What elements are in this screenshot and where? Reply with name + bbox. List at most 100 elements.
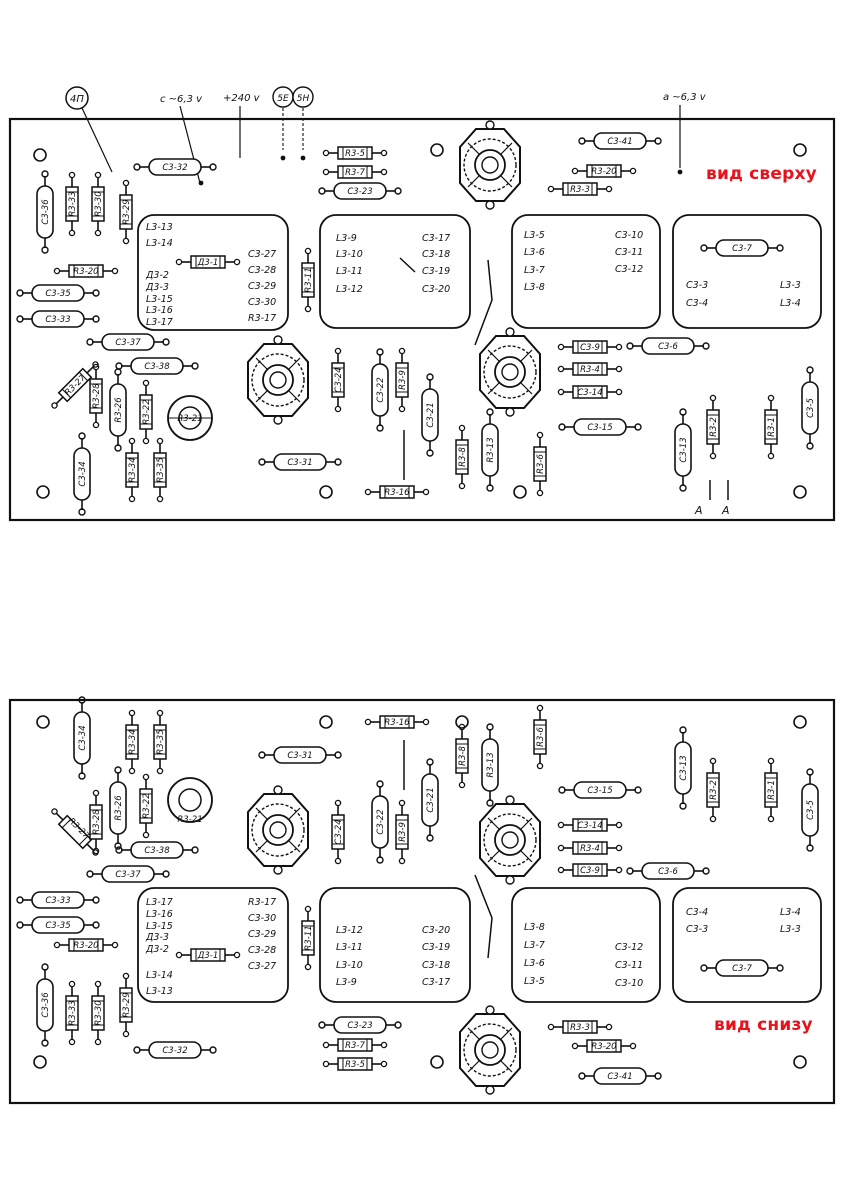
component-label: R3-29	[122, 199, 132, 224]
component-label: C3-18	[422, 960, 450, 971]
tag-5e-label: 5Е	[277, 94, 289, 104]
component-label: R3-20	[591, 1042, 616, 1052]
component-label: L3-14	[146, 970, 173, 981]
component-label: R3-26	[114, 397, 124, 423]
tag-4p-circle	[65, 86, 89, 110]
bottom-component-labels: C3-34 R3-34 R3-35 R3-16 R3-8 R3-13 R3-6 …	[41, 718, 816, 1082]
component-label: C3-24	[334, 819, 344, 844]
component-label: L3-15	[146, 294, 173, 305]
tag-a63-label: а ~6,3 v	[663, 92, 707, 103]
component-label: R3-2	[709, 417, 719, 437]
top-header-tags: 4П с ~6,3 v +240 v 5Е 5Н а ~6,3 v	[65, 86, 707, 184]
bottom-trimmer	[167, 777, 213, 823]
component-label: L3-10	[336, 249, 363, 260]
component-label: C3-22	[376, 377, 386, 402]
component-label: Д3-3	[145, 932, 169, 943]
component-label: C3-15	[587, 423, 612, 433]
component-label: C3-22	[376, 809, 386, 834]
component-label: C3-35	[45, 289, 70, 299]
component-label: C3-38	[144, 362, 170, 372]
component-label: R3-20	[591, 167, 616, 177]
bottom-board-outline	[8, 698, 836, 1105]
bottom-coil-box-2	[319, 887, 471, 1003]
component-label: C3-27	[248, 961, 276, 972]
component-label: R3-28	[92, 383, 102, 409]
component-label: C3-18	[422, 249, 450, 260]
component-label: C3-29	[248, 281, 276, 292]
component-label: R3-30	[94, 191, 104, 216]
component-label: L3-5	[524, 230, 545, 241]
component-label: C3-4	[686, 298, 708, 309]
component-label: C3-19	[422, 266, 450, 277]
component-label: C3-20	[422, 925, 450, 936]
component-label: R3-20	[73, 267, 98, 277]
component-label: C3-10	[615, 230, 643, 241]
component-label: R3-26	[114, 795, 124, 821]
component-label: C3-10	[615, 978, 643, 989]
component-label: C3-36	[41, 992, 51, 1018]
component-label: R3-22	[142, 399, 152, 424]
arrow-label-a1: A	[694, 504, 703, 517]
component-label: R3-3	[570, 1023, 590, 1033]
component-label: C3-31	[287, 751, 312, 761]
top-view-caption: вид сверху	[706, 164, 817, 184]
component-label: R3-11	[304, 925, 314, 950]
component-label: C3-14	[577, 388, 602, 398]
mount-hole	[319, 715, 333, 729]
mount-hole	[793, 715, 807, 729]
component-label: R3-22	[142, 793, 152, 818]
component-label: L3-9	[336, 977, 357, 988]
component-label: C3-41	[607, 1072, 632, 1082]
component-label: L3-12	[336, 925, 363, 936]
top-coil-box-2	[319, 214, 471, 329]
component-label: R3-6	[536, 454, 546, 474]
component-label: C3-20	[422, 284, 450, 295]
component-label: R3-5	[345, 1060, 365, 1070]
component-label: L3-9	[336, 233, 357, 244]
component-label: C3-28	[248, 945, 276, 956]
component-label: C3-35	[45, 921, 70, 931]
bottom-coil-box-3	[511, 887, 661, 1003]
mount-hole	[33, 148, 47, 162]
component-label: R3-4	[580, 844, 600, 854]
component-label: C3-21	[426, 787, 436, 812]
mount-hole	[793, 143, 807, 157]
component-label: Д3-1	[197, 258, 219, 268]
pad	[280, 155, 286, 161]
component-label: L3-4	[780, 907, 801, 918]
component-label: C3-30	[248, 913, 276, 924]
component-label: R3-34	[128, 729, 138, 754]
component-label: C3-38	[144, 846, 170, 856]
component-label: C3-6	[658, 342, 678, 352]
component-label: C3-23	[347, 1021, 372, 1031]
mount-hole	[430, 1055, 444, 1069]
top-coil-box-4	[672, 214, 822, 329]
top-wires	[399, 257, 729, 500]
component-label: R3-3	[570, 185, 590, 195]
component-label: C3-5	[806, 800, 816, 820]
component-label: R3-17	[248, 313, 276, 324]
component-label: C3-31	[287, 458, 312, 468]
component-label: C3-28	[248, 265, 276, 276]
component-label: C3-3	[686, 280, 708, 291]
component-label: C3-13	[679, 437, 689, 462]
component-label: R3-6	[536, 727, 546, 747]
component-label: L3-3	[780, 280, 801, 291]
tag-c63-label: с ~6,3 v	[160, 94, 203, 105]
component-label: C3-17	[422, 233, 450, 244]
component-label: R3-4	[580, 365, 600, 375]
top-trimmer	[167, 395, 213, 441]
component-label: C3-11	[615, 247, 643, 258]
component-label: R3-9	[398, 822, 408, 842]
component-label: C3-41	[607, 137, 632, 147]
component-label: Д3-2	[145, 944, 169, 955]
mount-hole	[793, 485, 807, 499]
component-label: R3-28	[92, 809, 102, 835]
component-label: C3-34	[78, 461, 88, 486]
component-label: C3-11	[615, 960, 643, 971]
component-label: R3-33	[68, 191, 78, 216]
component-label: C3-13	[679, 755, 689, 780]
component-label: R3-16	[384, 718, 410, 728]
component-label: L3-4	[780, 298, 801, 309]
component-label: L3-8	[524, 282, 545, 293]
